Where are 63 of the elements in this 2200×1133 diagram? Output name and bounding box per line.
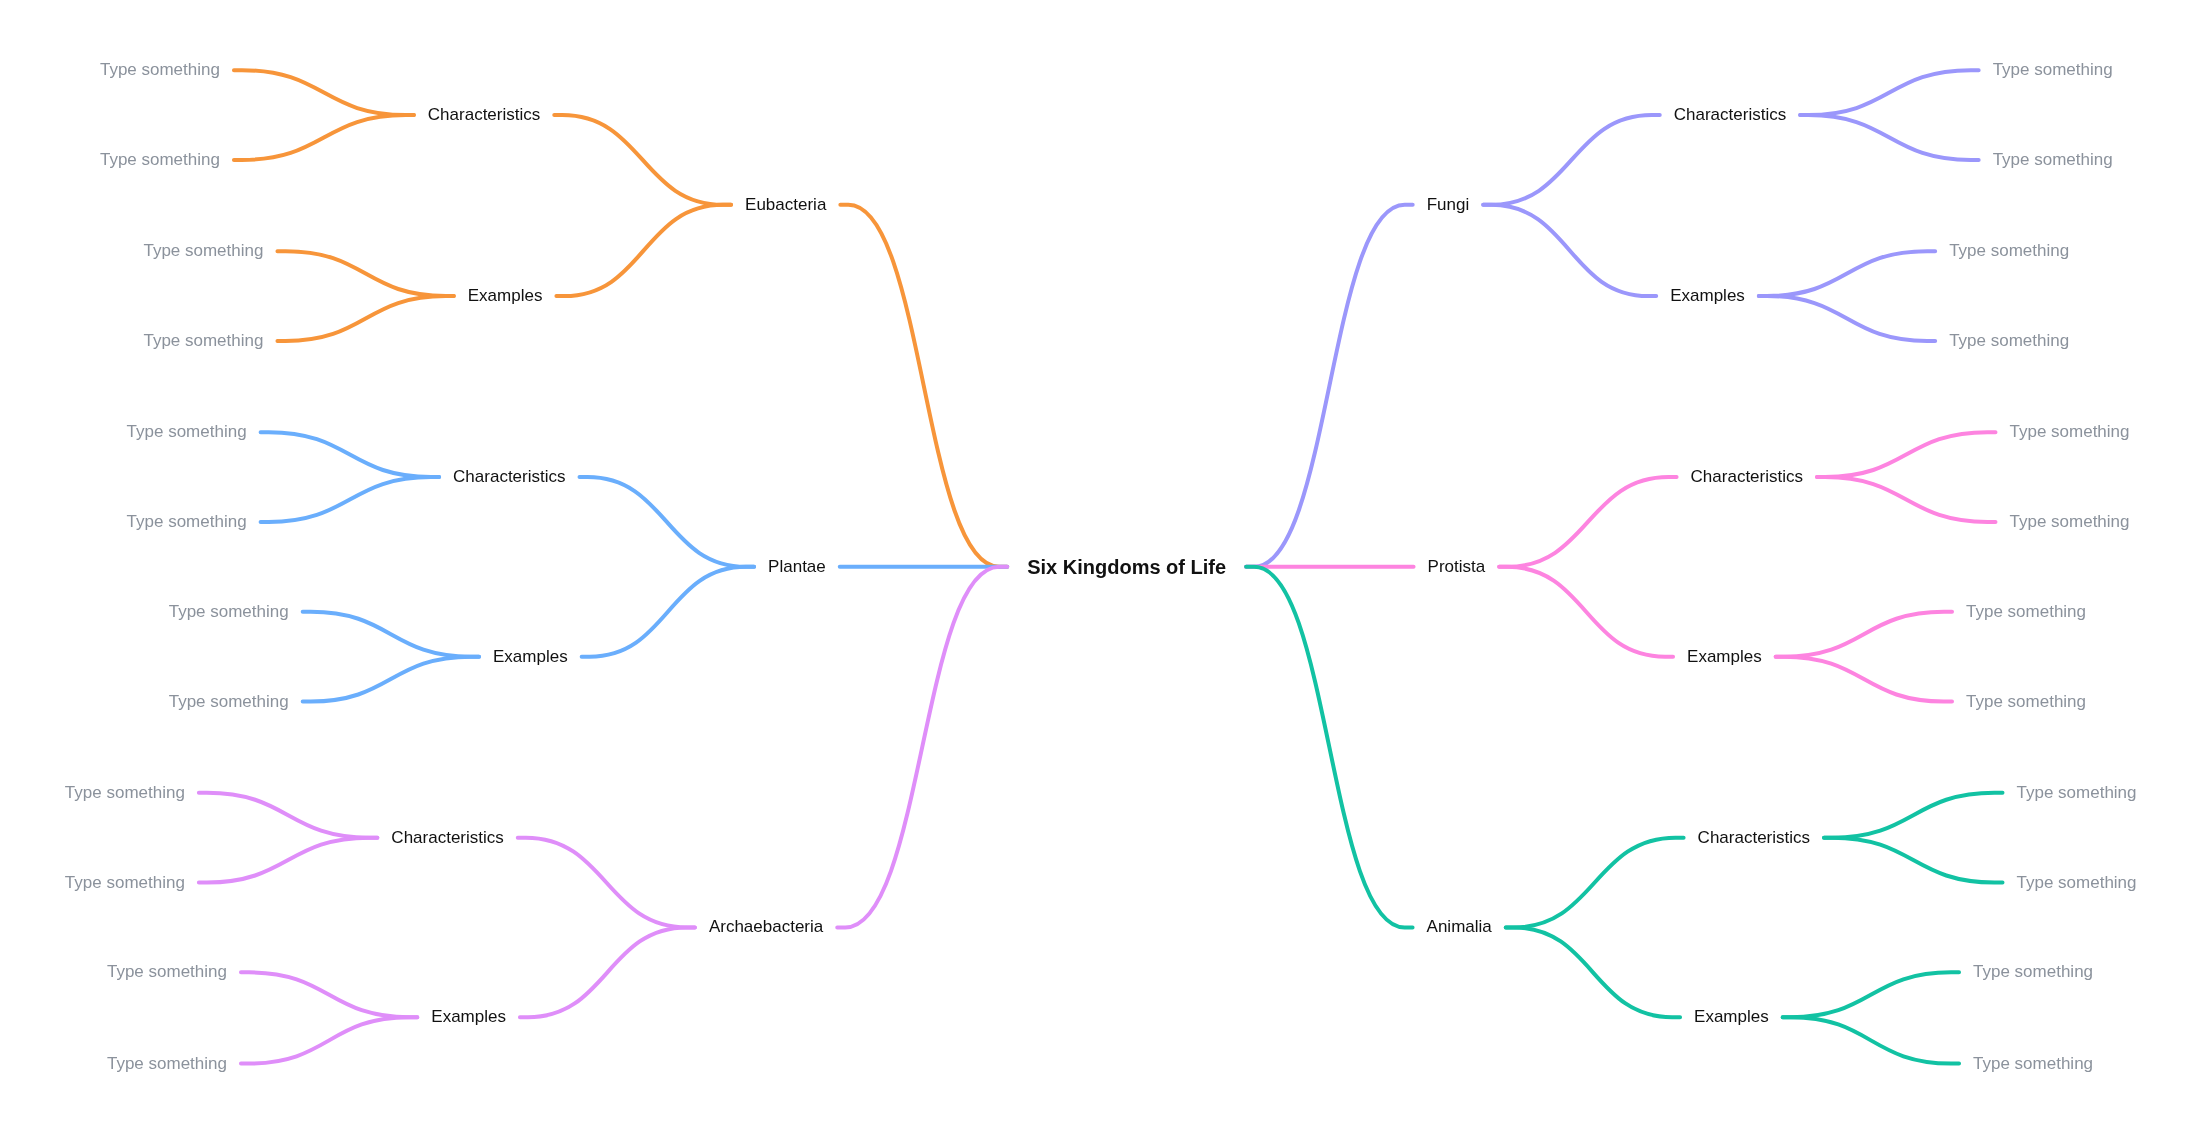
topic-label: Characteristics <box>1659 100 1801 130</box>
branch-connector <box>1481 202 1659 299</box>
placeholder-text: Type something <box>1995 507 2144 537</box>
placeholder-text: Type something <box>154 687 303 716</box>
branch-connector <box>1822 835 2005 885</box>
placeholder-text: Type something <box>2002 868 2151 897</box>
placeholder-text: Type something <box>154 597 303 626</box>
topic-label: Fungi <box>1412 190 1484 220</box>
placeholder-text: Type something <box>92 1049 241 1078</box>
placeholder-text: Type something <box>1978 55 2127 85</box>
branch-connector <box>238 1015 420 1066</box>
topic-label: Examples <box>1673 642 1776 671</box>
branch-connector <box>1773 654 1954 704</box>
placeholder-text: Type something <box>50 868 199 897</box>
branch-connector <box>258 475 442 524</box>
branch-connector <box>1780 1015 1961 1066</box>
branch-connector <box>300 654 481 704</box>
central-topic: Six Kingdoms of Life <box>1007 550 1247 583</box>
placeholder-text: Type something <box>85 55 234 85</box>
branch-connector <box>1815 475 1998 524</box>
placeholder-text: Type something <box>129 236 278 266</box>
topic-label: Examples <box>479 642 582 671</box>
placeholder-text: Type something <box>112 417 261 447</box>
topic-label: Characteristics <box>1683 823 1824 852</box>
placeholder-text: Type something <box>1935 326 2084 356</box>
placeholder-text: Type something <box>85 145 234 175</box>
topic-label: Eubacteria <box>731 190 841 220</box>
branch-connector <box>554 202 734 299</box>
placeholder-text: Type something <box>1952 597 2100 626</box>
placeholder-text: Type something <box>1952 687 2100 716</box>
placeholder-text: Type something <box>1959 1049 2108 1078</box>
branch-connector <box>1497 564 1676 659</box>
placeholder-text: Type something <box>50 778 199 807</box>
branch-connector <box>835 564 1010 930</box>
topic-label: Animalia <box>1412 913 1506 942</box>
topic-label: Archaebacteria <box>694 913 838 942</box>
branch-connector <box>231 113 416 162</box>
branch-connector <box>517 925 697 1020</box>
branch-connector <box>1503 925 1683 1020</box>
branch-connector <box>1756 294 1938 343</box>
placeholder-text: Type something <box>1978 145 2127 175</box>
branch-connector <box>579 564 757 659</box>
placeholder-text: Type something <box>1935 236 2084 266</box>
placeholder-text: Type something <box>112 507 261 537</box>
topic-label: Characteristics <box>1676 462 1817 492</box>
placeholder-text: Type something <box>1959 958 2108 987</box>
topic-label: Plantae <box>754 552 840 581</box>
branch-connector <box>1798 113 1981 162</box>
placeholder-text: Type something <box>1995 417 2144 447</box>
topic-label: Examples <box>1680 1003 1783 1032</box>
topic-label: Examples <box>1656 281 1759 311</box>
topic-label: Examples <box>453 281 557 311</box>
topic-label: Examples <box>417 1003 520 1032</box>
branch-connector <box>196 835 380 885</box>
branch-connector <box>1244 564 1415 930</box>
branch-connector <box>275 294 456 343</box>
topic-label: Protista <box>1413 552 1500 581</box>
placeholder-text: Type something <box>129 326 278 356</box>
placeholder-text: Type something <box>2002 778 2151 807</box>
topic-label: Characteristics <box>377 823 518 852</box>
topic-label: Characteristics <box>413 100 555 130</box>
placeholder-text: Type something <box>92 958 241 987</box>
topic-label: Characteristics <box>439 462 580 492</box>
